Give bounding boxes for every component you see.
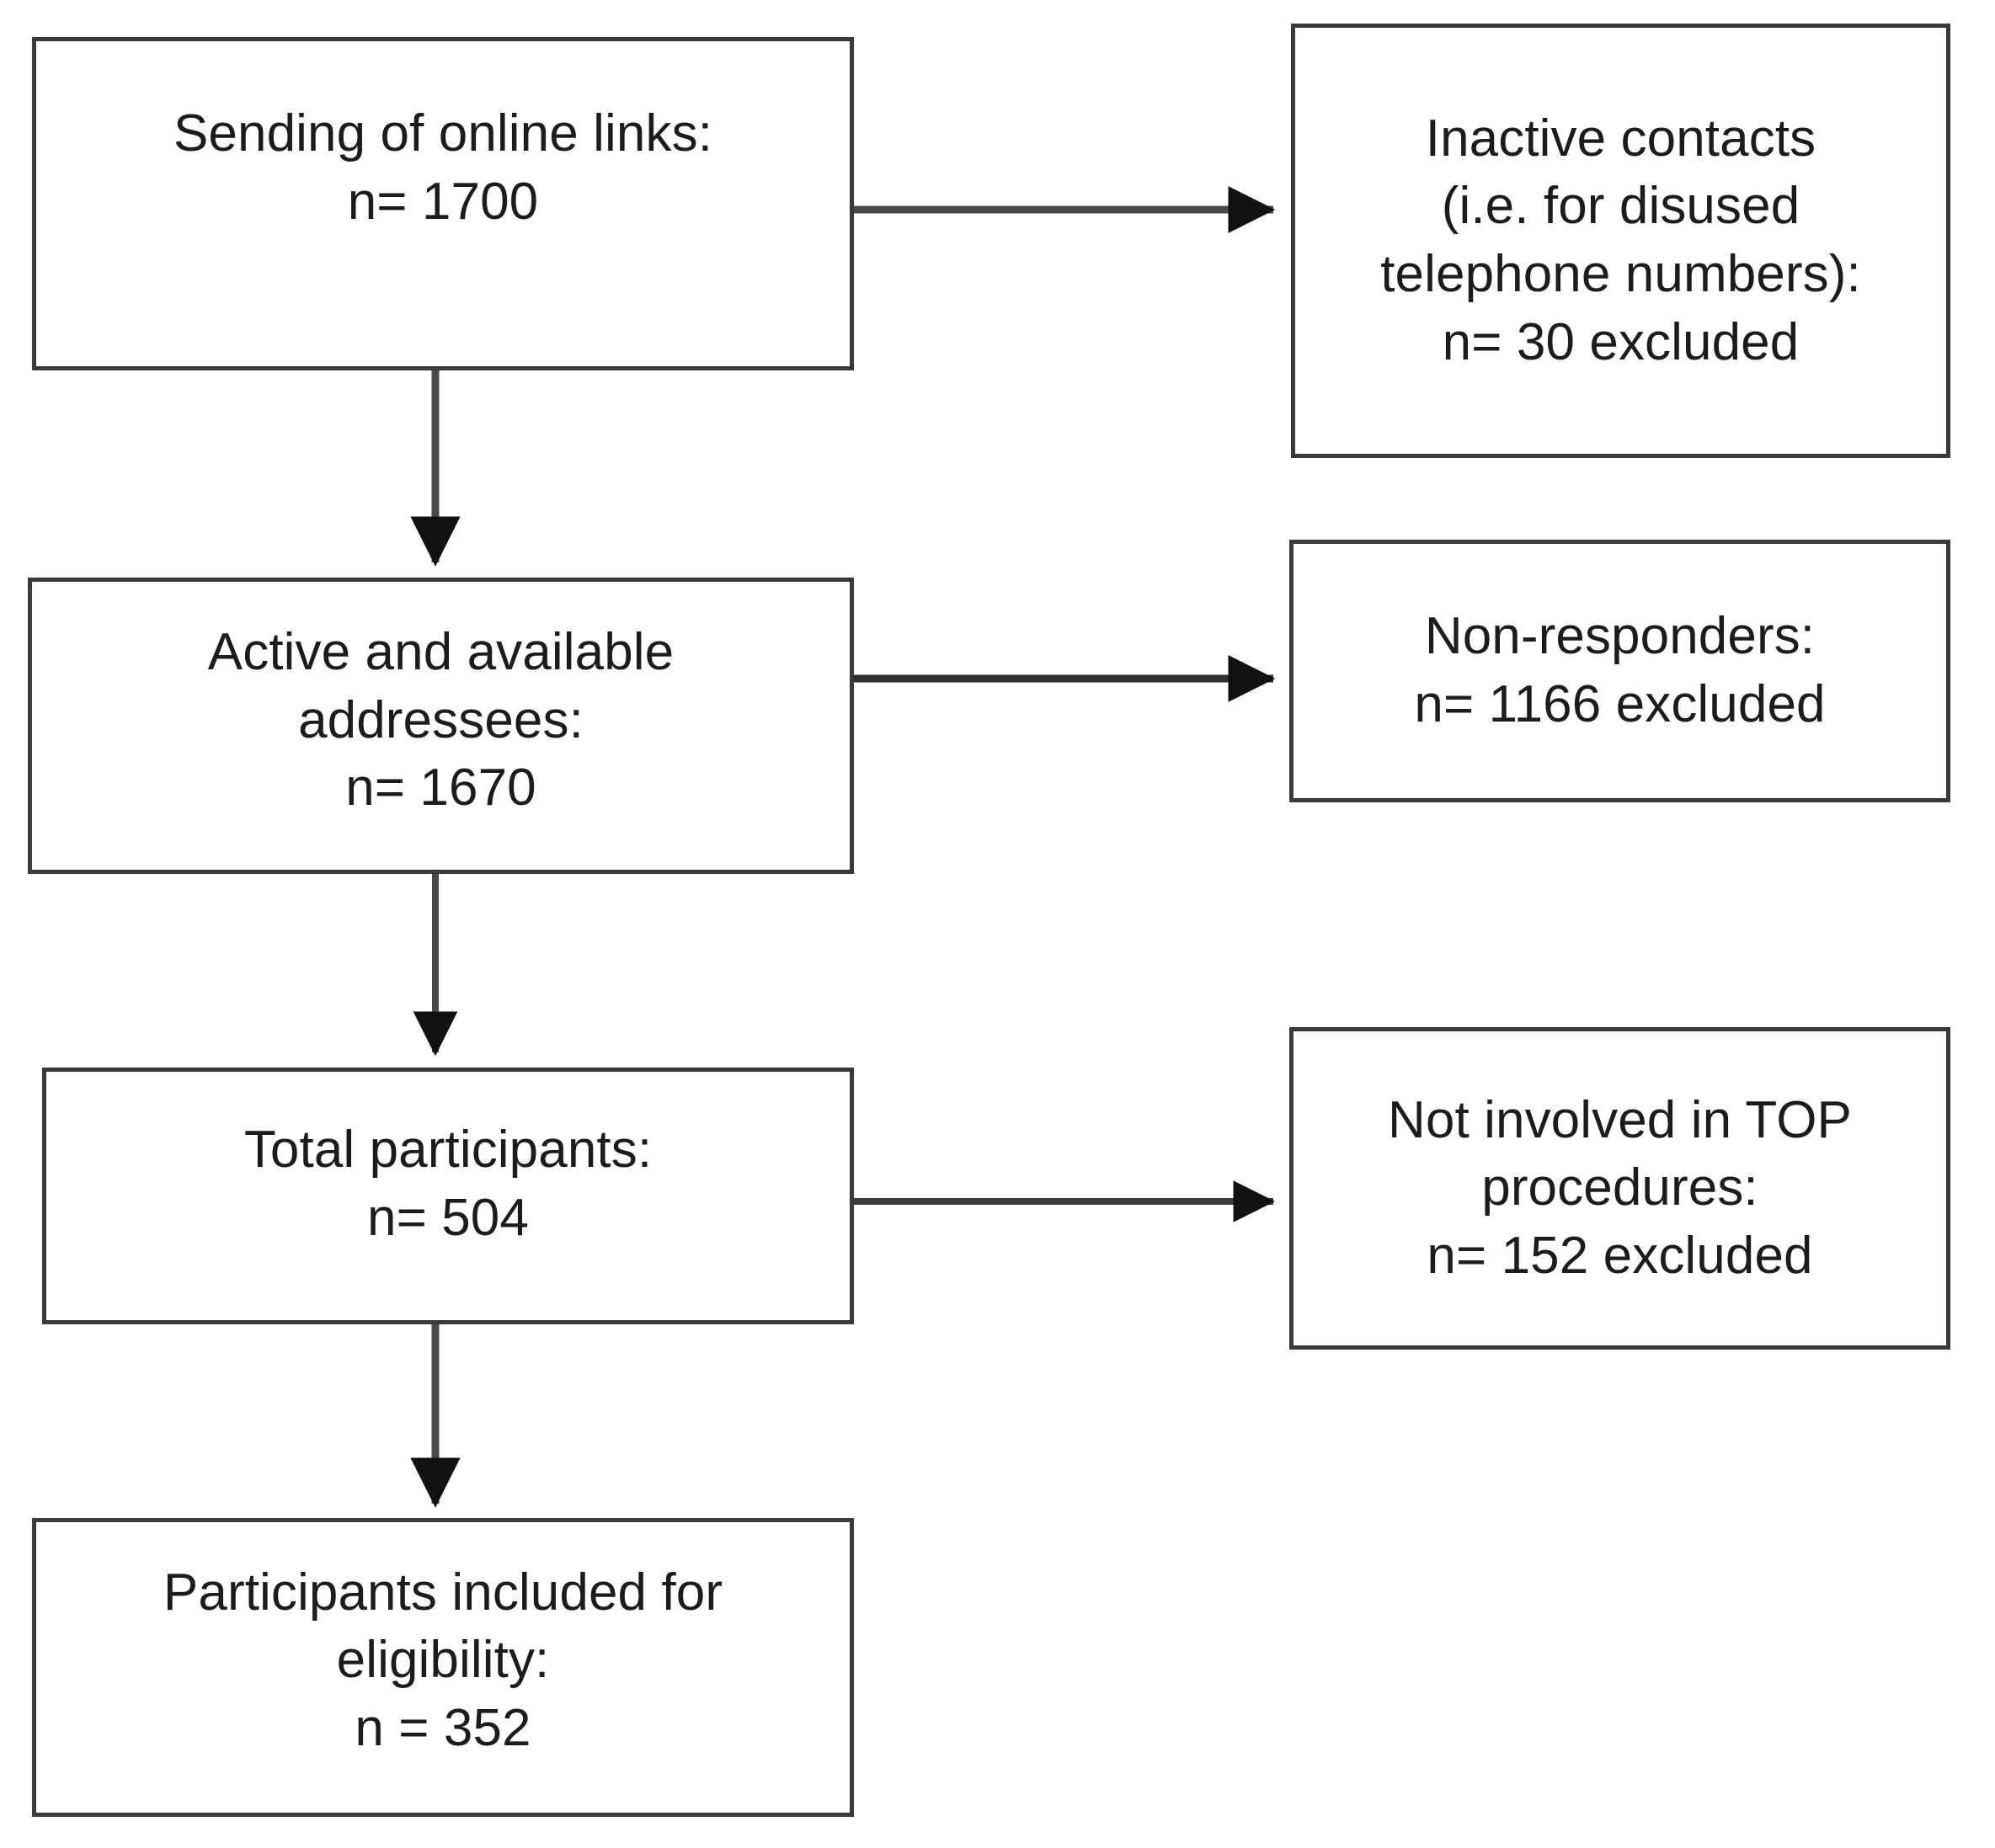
node-sending-links: Sending of online links: n= 1700 (32, 37, 854, 370)
node-not-involved-top-text: Not involved in TOP procedures: n= 152 e… (1294, 1087, 1946, 1291)
node-line: Total participants: (243, 1120, 653, 1179)
node-inactive-contacts-text: Inactive contacts (i.e. for disused tele… (1295, 105, 1946, 376)
node-line: n= 504 (367, 1188, 529, 1247)
node-line: n= 1670 (345, 759, 536, 817)
node-included-eligible-text: Participants included for eligibility: n… (36, 1559, 850, 1763)
node-line: Not involved in TOP (1388, 1090, 1852, 1149)
node-line: n= 1166 excluded (1414, 675, 1826, 733)
node-non-responders-text: Non-responders: n= 1166 excluded (1294, 603, 1946, 738)
node-sending-links-text: Sending of online links: n= 1700 (36, 100, 850, 236)
node-line: n= 152 excluded (1427, 1226, 1813, 1285)
node-non-responders: Non-responders: n= 1166 excluded (1289, 540, 1950, 802)
node-line: Inactive contacts (1425, 109, 1816, 168)
node-line: telephone numbers): (1380, 245, 1861, 303)
node-line: (i.e. for disused (1441, 177, 1800, 236)
node-line: n= 1700 (347, 173, 539, 231)
node-line: procedures: (1481, 1158, 1758, 1217)
node-line: addressees: (298, 690, 584, 749)
node-active-addressees-text: Active and available addressees: n= 1670 (32, 619, 850, 823)
node-inactive-contacts: Inactive contacts (i.e. for disused tele… (1291, 24, 1950, 458)
node-included-eligible: Participants included for eligibility: n… (32, 1518, 854, 1817)
node-line: Sending of online links: (173, 104, 713, 163)
node-line: Active and available (207, 623, 675, 682)
node-line: Participants included for (163, 1563, 723, 1622)
node-line: n = 352 (355, 1698, 531, 1757)
node-not-involved-top: Not involved in TOP procedures: n= 152 e… (1289, 1027, 1950, 1350)
node-line: Non-responders: (1424, 607, 1816, 666)
node-total-participants-text: Total participants: n= 504 (46, 1116, 850, 1252)
node-line: n= 30 excluded (1442, 312, 1800, 371)
node-total-participants: Total participants: n= 504 (42, 1068, 854, 1324)
node-line: eligibility: (336, 1631, 550, 1690)
node-active-addressees: Active and available addressees: n= 1670 (28, 578, 854, 874)
